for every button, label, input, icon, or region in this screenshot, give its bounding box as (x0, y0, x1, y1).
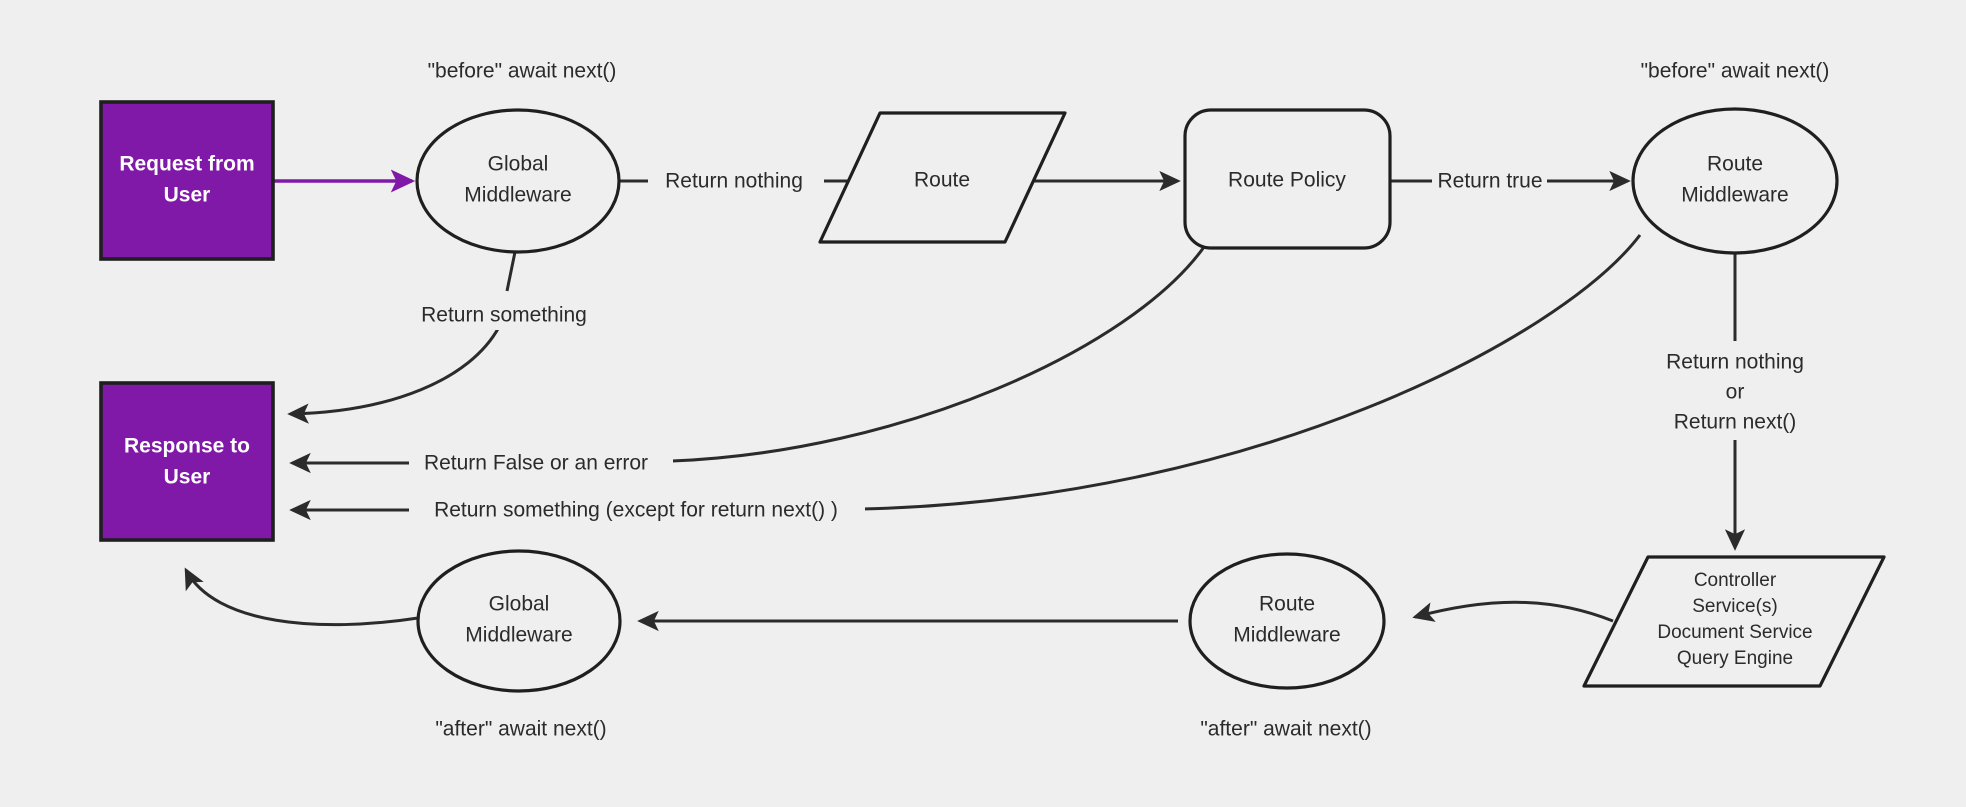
edge-route-mw-to-label-except (861, 234, 1642, 511)
route-policy-label: Route Policy (1228, 169, 1346, 192)
edge-global-mw-bottom-to-response (184, 567, 419, 627)
route-mw-top-line1: Route (1707, 153, 1763, 176)
label-bg-return-something (408, 302, 600, 330)
label-bg-return-false (409, 449, 673, 477)
controller-line4: Query Engine (1677, 648, 1793, 669)
route-policy-node[interactable] (1183, 108, 1392, 250)
edge-label-return-false-or-error: Return False or an error (424, 452, 648, 475)
global-mw-bottom-line1: Global (489, 593, 550, 616)
route-label: Route (914, 169, 970, 192)
route-mw-bottom-line1: Route (1259, 593, 1315, 616)
response-box-line2: User (164, 466, 211, 489)
global-mw-top-line1: Global (488, 153, 549, 176)
global-mw-top-line2: Middleware (464, 184, 571, 207)
annotation-before-await-next-left: "before" await next() (428, 60, 617, 83)
response-box-line1: Response to (124, 435, 250, 458)
route-middleware-bottom-node[interactable] (1188, 552, 1386, 690)
label-bg-return-something-except (409, 496, 865, 524)
annotation-before-await-next-right: "before" await next() (1641, 60, 1830, 83)
edge-label-return-nothing-or-2: or (1726, 381, 1745, 404)
global-middleware-top-node[interactable] (415, 108, 621, 254)
edge-controller-to-route-mw-bottom (1412, 600, 1614, 623)
label-bg-return-true (1432, 167, 1547, 195)
controller-services-node[interactable] (1582, 555, 1886, 688)
edge-global-mw-return-something-to-response (287, 326, 501, 424)
edge-label-return-nothing-or-3: Return next() (1674, 411, 1797, 434)
route-mw-bottom-line2: Middleware (1233, 624, 1340, 647)
request-box-line1: Request from (119, 153, 254, 176)
global-mw-bottom-line2: Middleware (465, 624, 572, 647)
controller-line1: Controller (1694, 570, 1777, 591)
edge-label-return-nothing-or-1: Return nothing (1666, 351, 1804, 374)
route-mw-top-line2: Middleware (1681, 184, 1788, 207)
annotation-after-await-next-left: "after" await next() (435, 718, 606, 741)
request-box-line2: User (164, 184, 211, 207)
controller-line2: Service(s) (1692, 596, 1778, 617)
edge-route-policy-to-label-false (671, 246, 1206, 463)
edge-label-return-nothing: Return nothing (665, 170, 803, 193)
label-bg-return-nothing (648, 167, 824, 195)
request-from-user-box[interactable] (99, 100, 275, 261)
edge-label-return-something: Return something (421, 304, 587, 327)
route-middleware-top-node[interactable] (1631, 107, 1839, 255)
global-middleware-bottom-node[interactable] (416, 549, 622, 693)
edge-label-return-true: Return true (1437, 170, 1542, 193)
edge-label-return-something-except: Return something (except for return next… (434, 499, 838, 522)
label-bg-return-nothing-or-next (1640, 347, 1832, 437)
route-node[interactable] (818, 111, 1067, 244)
controller-line3: Document Service (1657, 622, 1812, 643)
annotation-after-await-next-right: "after" await next() (1200, 718, 1371, 741)
response-to-user-box[interactable] (99, 381, 275, 542)
edge-global-mw-down-stub (505, 251, 517, 292)
